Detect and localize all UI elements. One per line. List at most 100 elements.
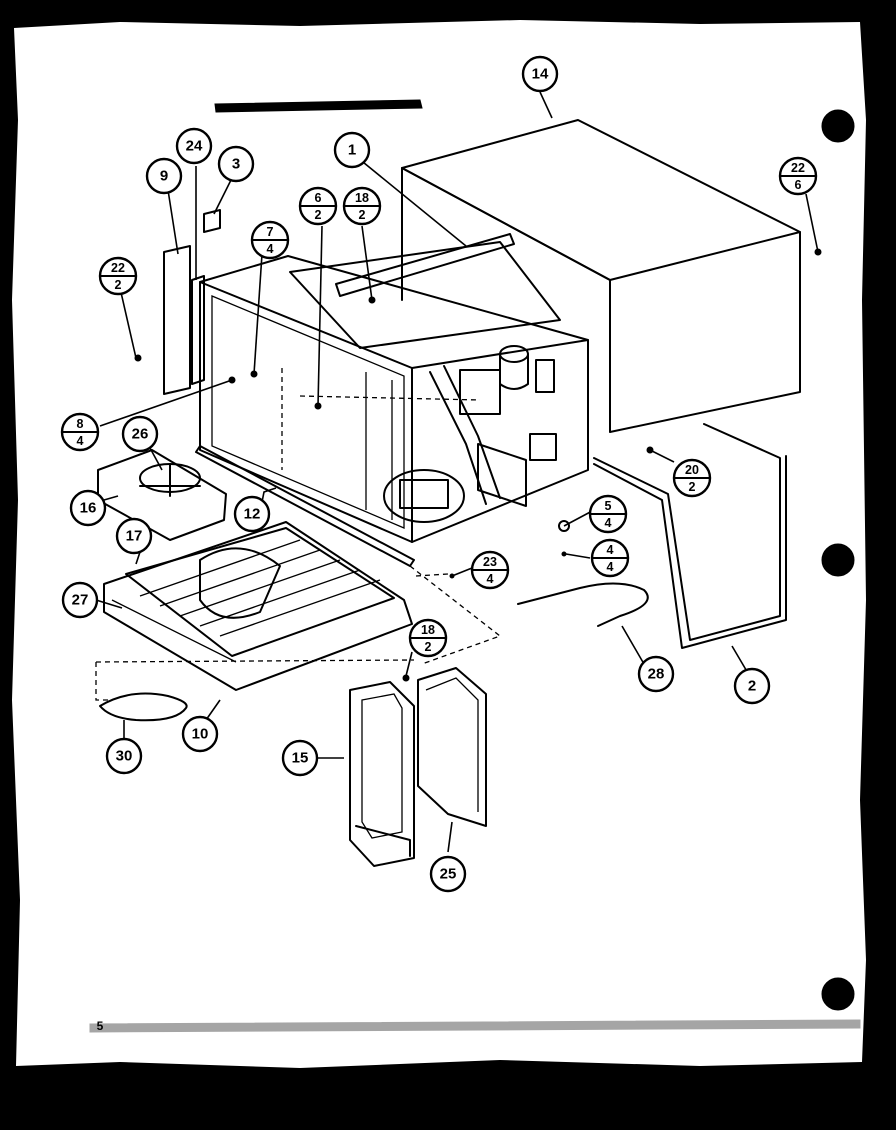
binder-hole-bottom xyxy=(821,977,855,1011)
callout-label: 12 xyxy=(244,506,261,523)
power-cord xyxy=(517,582,649,627)
fraction-top: 5 xyxy=(605,499,612,513)
capacitor xyxy=(499,353,529,390)
fraction-callout-20-2: 202 xyxy=(672,458,712,498)
binder-hole-top xyxy=(821,109,855,143)
callout-circle xyxy=(429,855,467,893)
fraction-top: 18 xyxy=(421,623,435,637)
fraction-callout-22-2: 222 xyxy=(98,256,138,296)
callout-14: 14 xyxy=(521,55,559,93)
callout-1: 1 xyxy=(333,131,371,169)
fraction-bottom: 2 xyxy=(315,208,322,222)
fraction-top: 23 xyxy=(483,555,497,569)
callout-label: 16 xyxy=(80,500,97,517)
callout-circle xyxy=(521,55,559,93)
callout-label: 1 xyxy=(348,142,356,159)
fan-motor xyxy=(383,469,465,523)
relay-switch xyxy=(529,433,557,461)
callout-label: 3 xyxy=(232,156,240,173)
fraction-top: 20 xyxy=(685,463,699,477)
callout-10: 10 xyxy=(181,715,219,753)
callout-circle xyxy=(105,737,143,775)
callout-circle xyxy=(175,127,213,165)
vent-duct xyxy=(593,423,787,649)
base-pan xyxy=(103,521,413,691)
fraction-top: 22 xyxy=(791,161,805,175)
light-bulb xyxy=(99,692,188,722)
paper-sheet xyxy=(12,20,866,1068)
callout-label: 2 xyxy=(748,678,756,695)
fraction-callout-7-4: 74 xyxy=(250,220,290,260)
page-marker: 5 xyxy=(97,1019,104,1033)
callout-17: 17 xyxy=(115,517,153,555)
callout-label: 30 xyxy=(116,748,133,765)
fraction-top: 22 xyxy=(111,261,125,275)
fraction-bottom: 4 xyxy=(607,560,614,574)
fraction-callout-6-2: 62 xyxy=(298,186,338,226)
callout-circle xyxy=(333,131,371,169)
fraction-top: 8 xyxy=(77,417,84,431)
callout-28: 28 xyxy=(637,655,675,693)
fraction-bottom: 4 xyxy=(77,434,84,448)
callout-2: 2 xyxy=(733,667,771,705)
callout-label: 27 xyxy=(72,592,89,609)
screws xyxy=(134,248,822,682)
callout-label: 24 xyxy=(186,138,203,155)
choke-strip xyxy=(195,445,415,567)
door-panel xyxy=(417,667,487,827)
callout-circle xyxy=(181,715,219,753)
fraction-top: 18 xyxy=(355,191,369,205)
callout-circle xyxy=(217,145,255,183)
fraction-top: 7 xyxy=(267,225,274,239)
fraction-bottom: 4 xyxy=(605,516,612,530)
fraction-callout-5-4: 54 xyxy=(588,494,628,534)
callout-circle xyxy=(115,517,153,555)
callout-label: 28 xyxy=(648,666,665,683)
leader-lines xyxy=(95,91,819,853)
fraction-bottom: 2 xyxy=(425,640,432,654)
scan-noise-top xyxy=(214,99,423,113)
callout-label: 17 xyxy=(126,528,143,545)
callout-circle xyxy=(637,655,675,693)
fraction-bottom: 4 xyxy=(487,572,494,586)
callout-circle xyxy=(281,739,319,777)
callout-circle xyxy=(145,157,183,195)
callout-label: 10 xyxy=(192,726,209,743)
transformer xyxy=(477,443,527,507)
fraction-bottom: 4 xyxy=(267,242,274,256)
fraction-bottom: 2 xyxy=(689,480,696,494)
callout-30: 30 xyxy=(105,737,143,775)
callout-label: 15 xyxy=(292,750,309,767)
callout-circle xyxy=(233,495,271,533)
fraction-callout-23-4: 234 xyxy=(470,550,510,590)
callout-9: 9 xyxy=(145,157,183,195)
callout-27: 27 xyxy=(61,581,99,619)
fraction-bottom: 6 xyxy=(795,178,802,192)
callout-circle xyxy=(61,581,99,619)
callout-label: 14 xyxy=(532,66,549,83)
callout-label: 26 xyxy=(132,426,149,443)
fraction-callout-22-6: 226 xyxy=(778,156,818,196)
interlock-switch xyxy=(535,359,555,393)
callout-3: 3 xyxy=(217,145,255,183)
fraction-callout-4-4: 44 xyxy=(590,538,630,578)
scan-noise-bottom xyxy=(89,1019,861,1033)
callout-12: 12 xyxy=(233,495,271,533)
binder-hole-middle xyxy=(821,543,855,577)
magnetron xyxy=(459,369,501,415)
callout-circle xyxy=(121,415,159,453)
callout-15: 15 xyxy=(281,739,319,777)
callout-label: 25 xyxy=(440,866,457,883)
fraction-top: 6 xyxy=(315,191,322,205)
fraction-bottom: 2 xyxy=(359,208,366,222)
callout-circle xyxy=(733,667,771,705)
fraction-top: 4 xyxy=(607,543,614,557)
callout-label: 9 xyxy=(160,168,168,185)
fraction-callout-18-2: 182 xyxy=(408,618,448,658)
callout-16: 16 xyxy=(69,489,107,527)
callout-26: 26 xyxy=(121,415,159,453)
fraction-callout-8-4: 84 xyxy=(60,412,100,452)
